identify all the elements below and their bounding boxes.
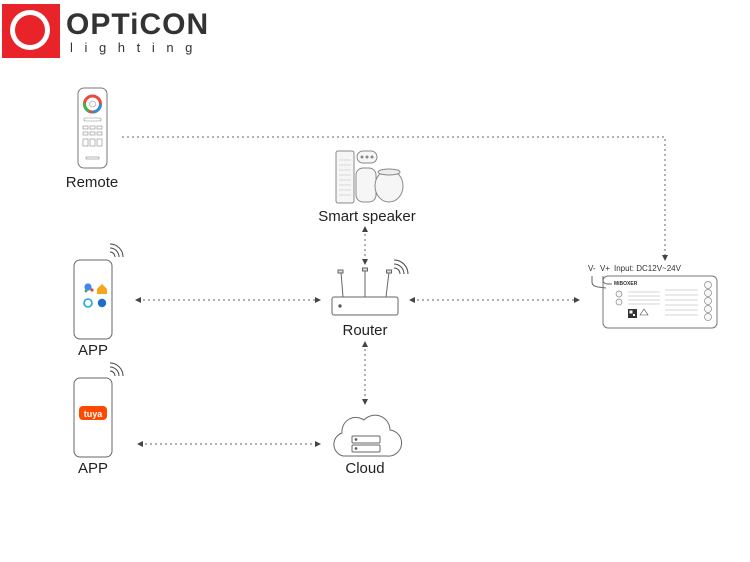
remote-to-controller-line <box>122 136 668 261</box>
app-assistants-label: APP <box>77 342 108 359</box>
smartphone-icon <box>73 243 124 340</box>
remote-label: Remote <box>65 174 119 191</box>
smartphone-icon <box>73 362 124 458</box>
smart-speaker-label: Smart speaker <box>318 208 416 225</box>
app-tuya-label: APP <box>77 460 108 477</box>
led-controller-icon <box>591 275 718 329</box>
tuya-logo-text: tuya <box>84 409 104 419</box>
brand-name: OPTiCON <box>66 8 210 41</box>
cloud-label: Cloud <box>345 460 385 477</box>
remote-control-icon <box>77 87 108 169</box>
router-icon <box>331 259 409 316</box>
router-label: Router <box>342 322 388 339</box>
controller-brand-text: MiBOXER <box>614 281 638 287</box>
opticon-logo-icon <box>2 4 60 58</box>
brand-tagline: lighting <box>70 40 204 55</box>
terminal-v-plus-label: V+ <box>600 264 611 273</box>
terminal-v-minus-label: V- <box>588 264 596 273</box>
smart-speaker-icon <box>335 150 404 204</box>
input-voltage-label: Input: DC12V~24V <box>614 264 681 273</box>
cloud-icon <box>333 414 403 457</box>
